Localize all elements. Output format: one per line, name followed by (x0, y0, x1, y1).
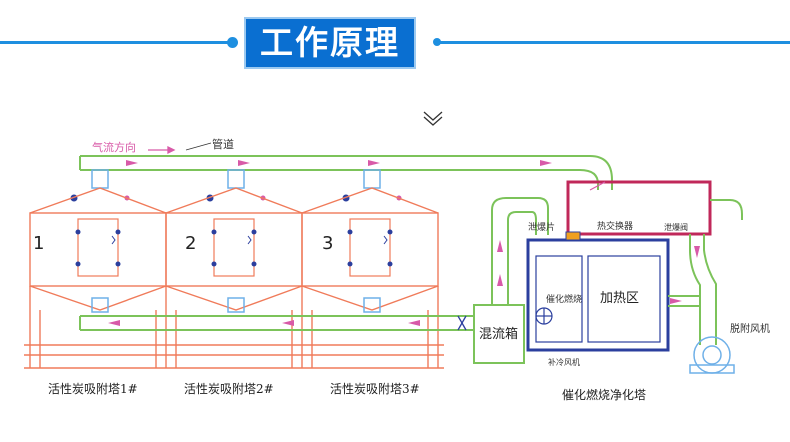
catalytic-unit (526, 231, 670, 352)
makeup-fan-label: 补冷风机 (548, 357, 580, 367)
catalytic-label: 催化燃烧 (546, 293, 582, 305)
header-dot-left (227, 37, 238, 48)
airflow-label: 气流方向 (92, 140, 136, 154)
heat-exchanger (566, 180, 712, 236)
exchanger-flow-line (589, 181, 606, 191)
desorption-duct (668, 199, 743, 345)
tower-caption-2: 活性炭吸附塔2# (184, 382, 274, 396)
mixing-box-label: 混流箱 (479, 326, 518, 342)
pipe-label: 管道 (212, 137, 234, 151)
header-dot-right (433, 38, 441, 46)
makeup-fan-icon (535, 307, 553, 325)
top-duct (79, 155, 613, 190)
adsorption-towers (24, 187, 444, 369)
header-line-left (0, 41, 236, 44)
lower-duct-flow-arrows (108, 320, 420, 326)
airflow-arrow-icon (148, 145, 176, 155)
tower-caption-1: 活性炭吸附塔1# (48, 382, 138, 396)
tower-number-1: 1 (33, 233, 44, 254)
catalytic-inlet-arrows (497, 240, 503, 286)
mixing-damper-icon (457, 315, 467, 331)
tower-top-connectors (91, 169, 381, 189)
explosion-vent-left-label: 泄爆片 (528, 221, 555, 233)
scroll-chevron-icon (423, 111, 443, 126)
header-line-right (440, 41, 790, 44)
catalytic-inlet-duct (491, 197, 549, 305)
mixing-box (473, 304, 525, 364)
desorption-fan (689, 336, 735, 374)
desorption-fan-label: 脱附风机 (730, 322, 770, 335)
top-duct-flow-arrows (126, 160, 552, 166)
tower-bottom-connectors (91, 297, 381, 313)
lower-duct (79, 315, 474, 331)
tower-number-2: 2 (185, 233, 196, 254)
tower-number-3: 3 (322, 233, 333, 254)
purification-tower-caption: 催化燃烧净化塔 (562, 387, 646, 402)
door-handles (111, 235, 388, 245)
heating-zone-label: 加热区 (600, 291, 639, 306)
tower-caption-3: 活性炭吸附塔3# (330, 382, 420, 396)
heat-exchanger-label: 热交换器 (597, 220, 633, 232)
page-title: 工作原理 (244, 17, 416, 69)
door-hinges (75, 229, 393, 267)
explosion-vent-right-label: 泄爆阀 (664, 222, 688, 232)
tower-doors (77, 218, 391, 277)
desorption-arrows (670, 246, 700, 304)
pipe-label-leader (185, 142, 212, 151)
